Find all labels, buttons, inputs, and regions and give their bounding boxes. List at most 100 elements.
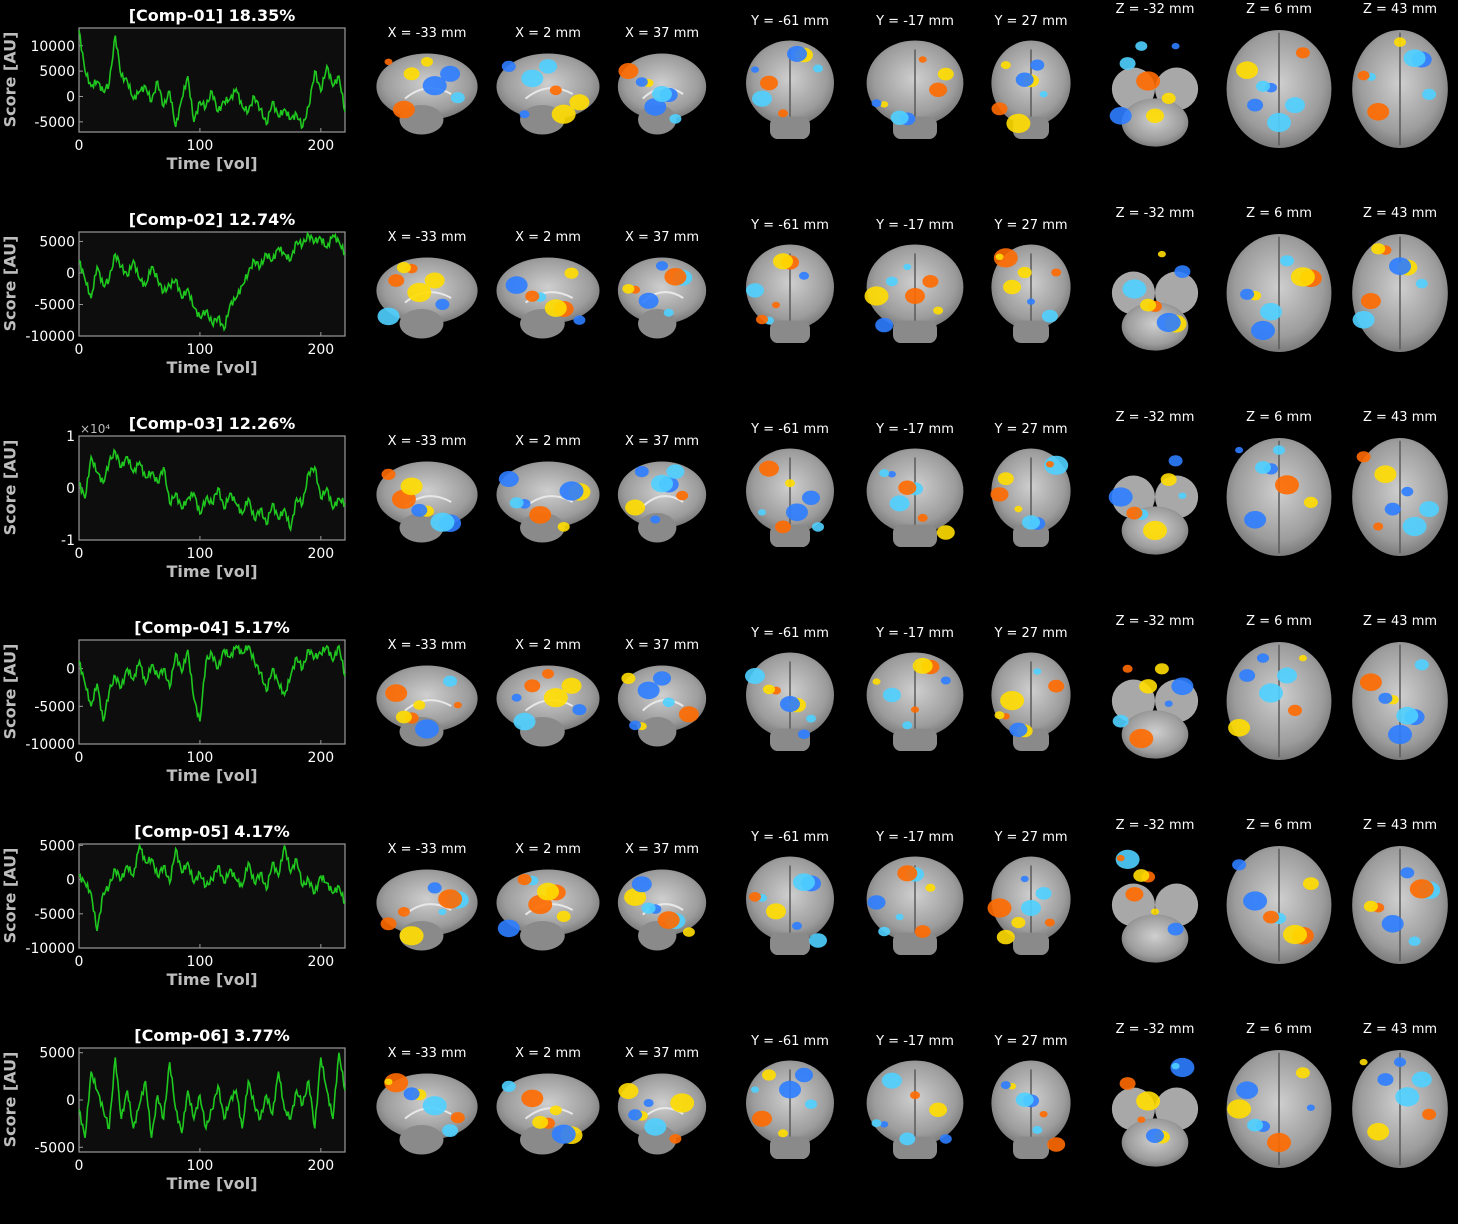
score-series-line xyxy=(78,842,346,932)
slice-coordinate-label: Z = 43 mm xyxy=(1362,206,1438,221)
coronal-brain-slice-icon xyxy=(746,856,834,956)
score-series-line xyxy=(78,30,346,130)
y-tick-label: 5000 xyxy=(39,1046,75,1062)
slice-coordinate-label: Z = 43 mm xyxy=(1362,410,1438,425)
slice-coordinate-label: Z = -32 mm xyxy=(1115,410,1195,425)
sagittal-brain-slice-icon xyxy=(617,1073,707,1155)
slice-coordinate-label: X = -33 mm xyxy=(387,638,467,653)
y-tick-label: 0 xyxy=(66,873,75,889)
score-series-line xyxy=(78,448,346,533)
slice-coordinate-label: Y = 27 mm xyxy=(994,422,1068,437)
coronal-brain-slice-icon xyxy=(746,1060,834,1160)
slice-coordinate-label: X = -33 mm xyxy=(387,842,467,857)
slice-coordinate-label: Y = -17 mm xyxy=(876,830,954,845)
slice-coordinate-label: Y = -17 mm xyxy=(876,1034,954,1049)
axial-brain-slice-icon xyxy=(1226,642,1332,760)
slice-coordinate-label: Y = 27 mm xyxy=(994,14,1068,29)
y-tick-label: 5000 xyxy=(39,234,75,250)
x-tick-label: 0 xyxy=(75,750,84,766)
axial-brain-slice-icon xyxy=(1111,663,1199,759)
axial-brain-slice-icon xyxy=(1352,438,1448,556)
y-axis-label: Score [AU] xyxy=(0,31,20,128)
slice-coordinate-label: Y = -61 mm xyxy=(751,1034,829,1049)
y-tick-label: 0 xyxy=(66,662,75,678)
y-tick-label: -1 xyxy=(61,533,75,549)
slice-coordinate-label: Z = 6 mm xyxy=(1246,410,1312,425)
slice-coordinate-label: X = 2 mm xyxy=(515,230,581,245)
slice-coordinate-label: Z = 6 mm xyxy=(1246,1022,1312,1037)
y-tick-label: -10000 xyxy=(25,737,75,753)
sagittal-brain-slice-icon xyxy=(496,257,600,339)
slice-coordinate-label: Y = 27 mm xyxy=(994,626,1068,641)
axial-brain-slice-icon xyxy=(1111,849,1199,963)
sagittal-brain-slice-icon xyxy=(496,1073,600,1155)
slice-coordinate-label: X = 37 mm xyxy=(624,1046,700,1061)
axial-brain-slice-icon xyxy=(1352,30,1448,148)
x-tick-label: 100 xyxy=(187,954,214,970)
sagittal-brain-slice-icon xyxy=(376,461,478,543)
component-title: [Comp-02] 12.74% xyxy=(128,210,296,229)
coronal-brain-slice-icon xyxy=(745,652,834,752)
y-tick-label: -5000 xyxy=(34,297,75,313)
sagittal-brain-slice-icon xyxy=(617,665,707,747)
slice-coordinate-label: X = -33 mm xyxy=(387,1046,467,1061)
axial-brain-slice-icon xyxy=(1352,642,1448,760)
axial-brain-slice-icon xyxy=(1226,438,1332,556)
coronal-brain-slice-icon xyxy=(746,40,834,140)
x-tick-label: 0 xyxy=(75,954,84,970)
slice-coordinate-label: Y = 27 mm xyxy=(994,218,1068,233)
coronal-brain-slice-icon xyxy=(991,244,1071,344)
slice-coordinate-label: Z = -32 mm xyxy=(1115,614,1195,629)
sagittal-brain-slice-icon xyxy=(376,1073,478,1155)
slice-coordinate-label: Y = -61 mm xyxy=(751,626,829,641)
score-series-line xyxy=(78,1052,346,1138)
slice-coordinate-label: Z = -32 mm xyxy=(1115,1022,1195,1037)
x-tick-label: 200 xyxy=(307,750,334,766)
y-exponent: ×10⁴ xyxy=(80,422,111,436)
component-title: [Comp-01] 18.35% xyxy=(128,6,296,25)
x-axis-label: Time [vol] xyxy=(166,970,258,989)
slice-coordinate-label: Z = 43 mm xyxy=(1362,614,1438,629)
sagittal-brain-slice-icon xyxy=(496,53,600,135)
slice-coordinate-label: X = 2 mm xyxy=(515,1046,581,1061)
x-tick-label: 100 xyxy=(187,546,214,562)
axial-brain-slice-icon xyxy=(1111,1057,1199,1167)
slice-coordinate-label: Y = -61 mm xyxy=(751,218,829,233)
sagittal-brain-slice-icon xyxy=(376,665,478,747)
x-tick-label: 200 xyxy=(307,954,334,970)
y-tick-label: 10000 xyxy=(30,39,75,55)
sagittal-brain-slice-icon xyxy=(617,53,707,135)
axial-brain-slice-icon xyxy=(1352,1050,1448,1168)
slice-coordinate-label: X = 2 mm xyxy=(515,638,581,653)
slice-coordinate-label: X = 37 mm xyxy=(624,230,700,245)
y-tick-label: 5000 xyxy=(39,838,75,854)
x-tick-label: 0 xyxy=(75,546,84,562)
x-tick-label: 100 xyxy=(187,1158,214,1174)
slice-coordinate-label: Z = -32 mm xyxy=(1115,818,1195,833)
slice-coordinate-label: Z = 6 mm xyxy=(1246,206,1312,221)
coronal-brain-slice-icon xyxy=(866,40,964,140)
slice-coordinate-label: X = 37 mm xyxy=(624,638,700,653)
slice-coordinate-label: Z = 43 mm xyxy=(1362,818,1438,833)
slice-coordinate-label: Y = 27 mm xyxy=(994,1034,1068,1049)
y-tick-label: -10000 xyxy=(25,329,75,345)
x-tick-label: 200 xyxy=(307,1158,334,1174)
coronal-brain-slice-icon xyxy=(991,652,1071,752)
x-tick-label: 0 xyxy=(75,138,84,154)
slice-coordinate-label: Y = -61 mm xyxy=(751,830,829,845)
axial-brain-slice-icon xyxy=(1352,846,1448,964)
coronal-brain-slice-icon xyxy=(746,448,834,548)
coronal-brain-slice-icon xyxy=(990,448,1071,548)
slice-coordinate-label: X = -33 mm xyxy=(387,26,467,41)
